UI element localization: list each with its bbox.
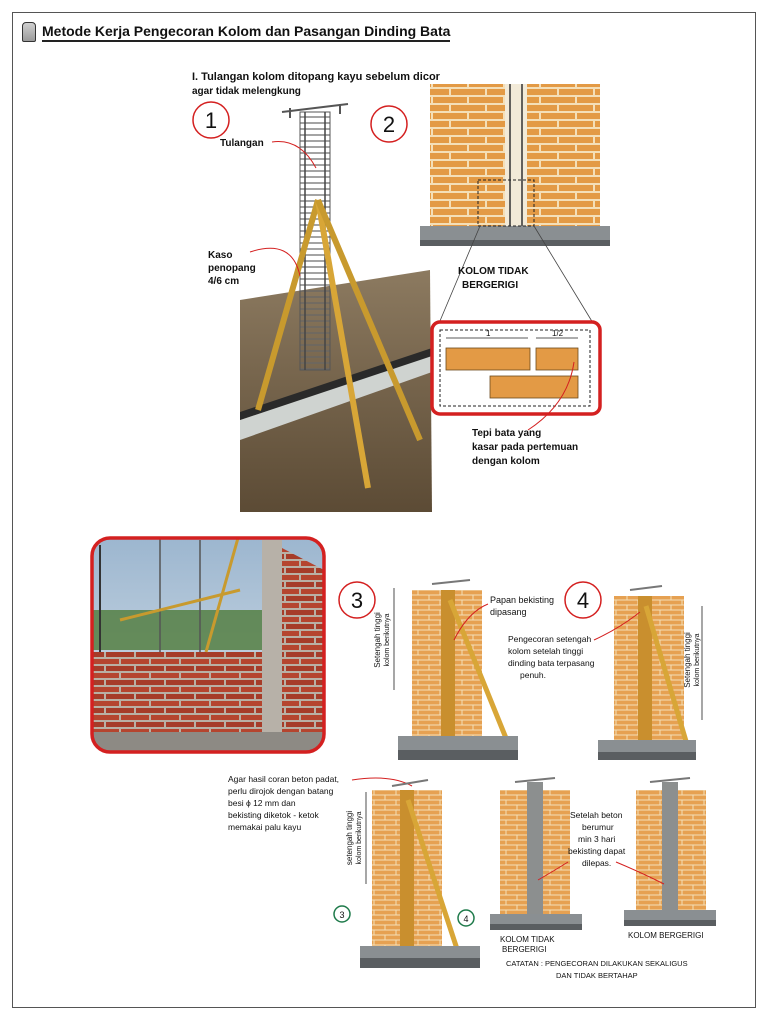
panel5-note-3: besi ϕ 12 mm dan xyxy=(228,798,296,808)
label-kolom-tidak-1: KOLOM TIDAK xyxy=(458,266,529,277)
panel-2-brick-wall: 2 KOLOM TIDAK BERGERIGI 1 1/2 Tepi bata … xyxy=(370,84,610,467)
step-number-3: 3 xyxy=(351,588,363,613)
detail-brick-full xyxy=(445,347,531,371)
rebar-top-hooks xyxy=(281,103,349,118)
label-kaso-1: Kaso xyxy=(208,250,232,261)
foundation-beam xyxy=(240,355,432,440)
timber-prop-center xyxy=(315,199,371,489)
panel4-callout-1: Pengecoran setengah xyxy=(508,634,591,644)
step-badge-4 xyxy=(564,581,602,619)
dim-full: 1 xyxy=(486,329,491,338)
panel4-side-label-1: Setengah tinggi xyxy=(683,632,692,688)
panel3-callout-2: dipasang xyxy=(490,607,527,617)
photo-construction-site xyxy=(90,536,326,754)
photo-frame xyxy=(90,536,326,754)
label-kaso-2: penopang xyxy=(208,263,256,274)
timber-prop-right xyxy=(315,198,423,442)
panel2-note-3: dengan kolom xyxy=(472,456,540,467)
panel5-side-label-1: setengah tinggi xyxy=(345,811,354,865)
detail-marker-box xyxy=(477,179,535,227)
panel5-note-5: memakai palu kayu xyxy=(228,822,302,832)
step-badge-2 xyxy=(370,105,408,143)
page-frame xyxy=(12,12,756,1008)
page-title: Metode Kerja Pengecoran Kolom dan Pasang… xyxy=(42,23,451,42)
panel4-callout-4: penuh. xyxy=(520,670,546,680)
panel6-callout-5: dilepas. xyxy=(582,858,611,868)
wall-footing xyxy=(420,226,610,240)
panel5-note-2: perlu dirojok dengan batang xyxy=(228,786,334,796)
small-badge-3 xyxy=(333,905,351,923)
panel4-callout-2: kolom setelah tinggi xyxy=(508,646,583,656)
small-number-3: 3 xyxy=(339,910,344,920)
photo-concrete-column xyxy=(262,540,282,740)
panel2-note-1: Tepi bata yang xyxy=(472,428,541,439)
panel1-heading-2: agar tidak melengkung xyxy=(192,86,301,97)
panel3-brace xyxy=(447,599,513,749)
panel-1-rebar-propped: I. Tulangan kolom ditopang kayu sebelum … xyxy=(192,71,441,512)
label-kolom-tidak-2: BERGERIGI xyxy=(462,280,518,291)
panel-3-formwork: 3 Setengah tinggi kolom berikutnya Papan… xyxy=(338,579,554,760)
folder-tab-icon xyxy=(22,22,36,42)
panel6-label-right: KOLOM BERGERIGI xyxy=(628,931,704,940)
detail-brick-half xyxy=(535,347,579,371)
panel-4-half-column-pour: 4 Pengecoran setengah kolom setelah ting… xyxy=(508,581,703,760)
detail-brick-lower xyxy=(489,375,579,399)
panel4-side-label-2: kolom berikutnya xyxy=(694,633,701,686)
step-number-4: 4 xyxy=(577,588,589,613)
panel-5-compaction: Agar hasil coran beton padat, perlu diro… xyxy=(228,774,480,968)
panel6-column-plain xyxy=(527,782,543,918)
panel6-footnote-2: DAN TIDAK BERTAHAP xyxy=(556,971,638,980)
arrow-tulangan xyxy=(271,141,317,169)
panel6-callout-2: berumur xyxy=(582,822,614,832)
panel6-footnote-1: CATATAN : PENGECORAN DILAKUKAN SEKALIGUS xyxy=(506,959,688,968)
step-badge-1 xyxy=(192,101,230,139)
panel5-note-4: bekisting diketok - ketok xyxy=(228,810,319,820)
panel6-callout-1: Setelah beton xyxy=(570,810,623,820)
panel6-label-left-2: BERGERIGI xyxy=(502,945,546,954)
step-badge-3 xyxy=(338,581,376,619)
timber-prop-left xyxy=(255,199,321,411)
label-tulangan: Tulangan xyxy=(220,138,264,149)
panel5-note-1: Agar hasil coran beton padat, xyxy=(228,774,339,784)
column-gap xyxy=(505,84,527,228)
dim-half: 1/2 xyxy=(552,329,564,338)
panel6-label-left-1: KOLOM TIDAK xyxy=(500,935,555,944)
arrow-tepi-bata xyxy=(527,361,575,431)
panel4-callout-3: dinding bata terpasang xyxy=(508,658,595,668)
arrow-kaso xyxy=(249,247,301,277)
panel6-column-toothed xyxy=(662,782,678,914)
panel3-side-label-1: Setengah tinggi xyxy=(373,612,382,668)
panel3-formwork-board xyxy=(441,590,455,740)
photo-brick-wall xyxy=(92,652,262,734)
panel6-callout-4: bekisting dapat xyxy=(568,846,626,856)
panel3-side-label-2: kolom berikutnya xyxy=(384,613,391,666)
panel3-callout-1: Papan bekisting xyxy=(490,595,554,605)
step-number-1: 1 xyxy=(205,108,217,133)
panel2-note-2: kasar pada pertemuan xyxy=(472,442,578,453)
small-badge-4 xyxy=(457,909,475,927)
title-bar: Metode Kerja Pengecoran Kolom dan Pasang… xyxy=(22,20,451,44)
panel6-callout-3: min 3 hari xyxy=(578,834,615,844)
foundation-top-shadow xyxy=(240,348,432,420)
panel5-side-label-2: kolom berikutnya xyxy=(356,811,363,864)
panel1-heading-1: I. Tulangan kolom ditopang kayu sebelum … xyxy=(192,71,441,83)
step-number-2: 2 xyxy=(383,112,395,137)
label-kaso-3: 4/6 cm xyxy=(208,276,239,287)
small-number-4: 4 xyxy=(463,914,468,924)
panel-6-formwork-removed: Setelah beton berumur min 3 hari bekisti… xyxy=(490,777,716,980)
